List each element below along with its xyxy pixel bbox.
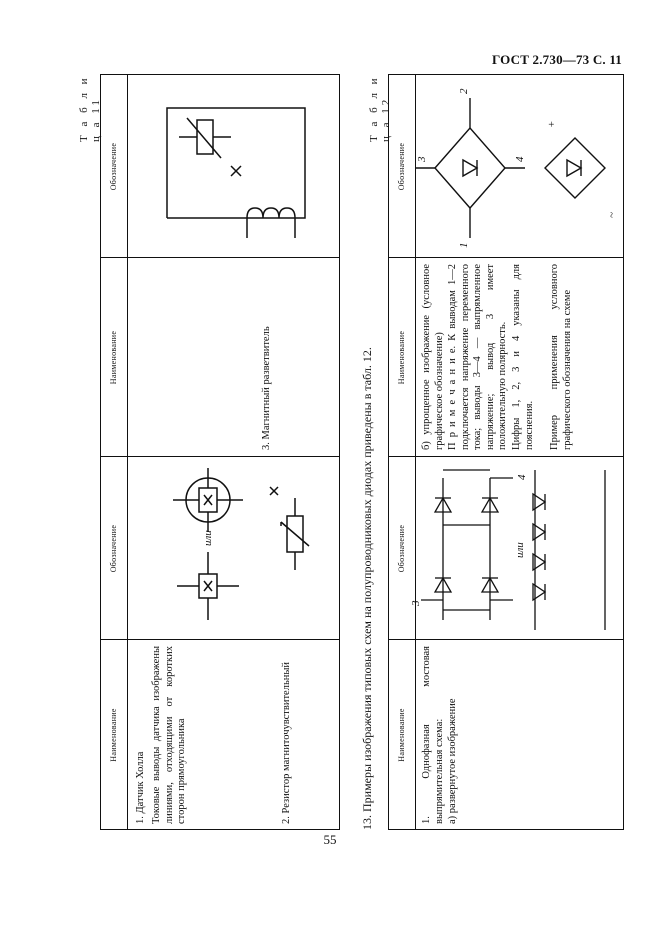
table12-row1-b: б) упрощенное изображение (условное граф…	[421, 264, 445, 450]
table12-digits-note: Цифры 1, 2, 3 и 4 указаны для пояснения.	[511, 264, 535, 450]
table11-row2-text: 2. Резистор магниточувствительный	[281, 661, 292, 824]
table12-header-symbol-2: Обозначение	[397, 142, 406, 191]
simplified-pin-1: 1	[458, 243, 470, 249]
section-caption: 13. Примеры изображения типовых схем на …	[360, 347, 374, 830]
or-label-table11: или	[202, 530, 214, 546]
table11-row3-text: 3. Магнитный разветвитель	[261, 326, 272, 450]
or-label-table12: или	[514, 542, 526, 558]
plus-sign: +	[546, 121, 558, 128]
table11-row1-title: 1. Датчик Холла	[135, 751, 146, 824]
ac-sign: ~	[606, 212, 618, 218]
bridge-rectifier-expanded: 3 4 или	[410, 469, 606, 630]
table11-header-symbol: Обозначение	[109, 524, 118, 573]
table11-header-name-2: Наименование	[109, 330, 118, 385]
magnetic-splitter-symbol	[166, 107, 306, 238]
table11-label: Т а б л и ц а 11	[78, 75, 102, 142]
page-number: 55	[323, 832, 337, 847]
simplified-pin-3: 3	[416, 156, 428, 163]
table12-row1-title: 1. Однофазная мостовая выпрямительная сх…	[421, 646, 445, 824]
magnetoresistor-symbol	[269, 486, 310, 570]
table12-header-symbol: Обозначение	[397, 524, 406, 573]
table12-example: Пример применения условного графического…	[549, 264, 573, 450]
simplified-pin-2: 2	[458, 88, 470, 94]
table12-header-name-2: Наименование	[397, 330, 406, 385]
page-header: ГОСТ 2.730—73 С. 11	[492, 52, 622, 67]
bridge-rectifier-simplified: 1 2 3 4 + ~	[415, 88, 618, 249]
pin-3-label: 3	[410, 600, 422, 607]
pin-4-label: 4	[516, 474, 528, 480]
table12: Наименование Обозначение Наименование Об…	[388, 74, 624, 830]
table11-row1-text: Токовые выводы датчика изображены линиям…	[151, 646, 187, 824]
table11-header-symbol-2: Обозначение	[109, 142, 118, 191]
table12-row1-a: а) развернутое изображение	[447, 698, 458, 824]
hall-sensor-symbol: или	[173, 468, 310, 620]
rotated-page-content: Т а б л и ц а 11 Наименование Обозначени…	[78, 74, 624, 830]
table11-header-name: Наименование	[109, 708, 118, 762]
table11: Наименование Обозначение Наименование Об…	[100, 74, 340, 830]
simplified-pin-4: 4	[514, 156, 526, 162]
table12-header-name: Наименование	[397, 708, 406, 762]
table12-note: П р и м е ч а н и е. К выводам 1—2 подкл…	[447, 264, 508, 450]
